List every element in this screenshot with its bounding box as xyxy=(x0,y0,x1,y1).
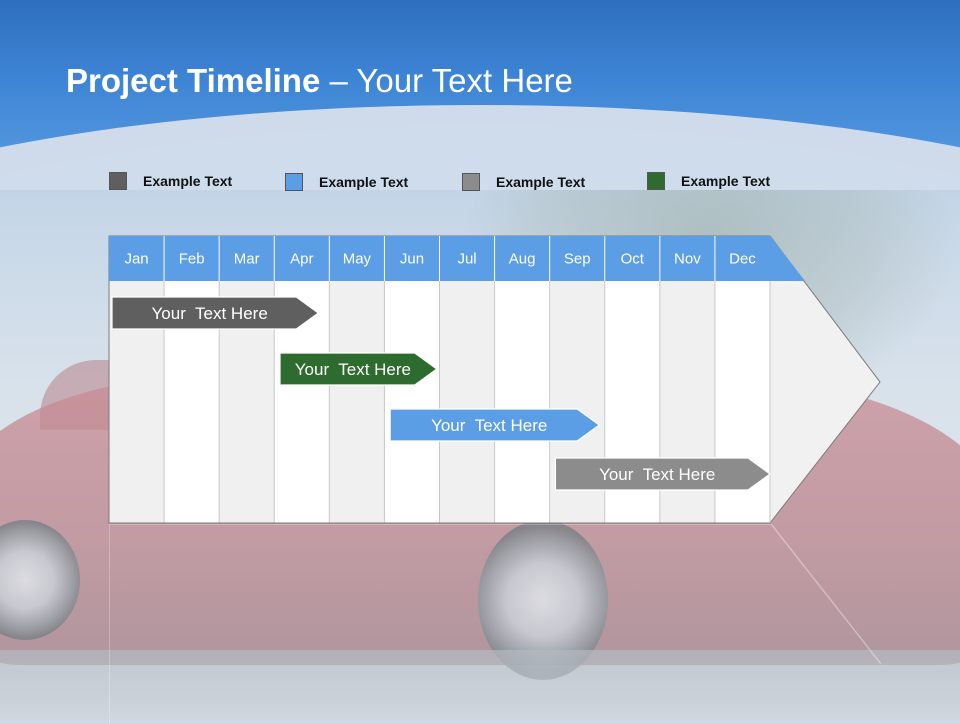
month-label: Oct xyxy=(621,251,645,268)
timeline-reflection xyxy=(109,524,881,724)
slide-header xyxy=(0,0,960,190)
slide-title: Project Timeline – Your Text Here xyxy=(66,60,573,102)
timeline-column xyxy=(494,281,550,523)
task-bar xyxy=(389,408,601,442)
task-bar xyxy=(111,296,320,330)
legend-label-4: Example Text xyxy=(681,173,771,189)
timeline-month-header xyxy=(109,236,805,281)
legend-swatch-3 xyxy=(462,173,480,191)
month-label: Dec xyxy=(729,251,756,268)
legend-item-2: Example Text xyxy=(285,171,408,193)
month-label: Jul xyxy=(457,251,476,268)
legend-swatch-4 xyxy=(647,172,665,190)
legend-item-4: Example Text xyxy=(647,170,770,192)
title-bold-text: Project Timeline xyxy=(66,62,321,99)
month-label: Aug xyxy=(509,251,536,268)
month-label: Nov xyxy=(674,251,701,268)
month-label: Apr xyxy=(290,251,313,268)
month-label: Jan xyxy=(124,251,148,268)
task-label: Your Text Here xyxy=(295,360,411,379)
month-label: Feb xyxy=(179,251,205,268)
month-label: Jun xyxy=(400,251,424,268)
legend-label-3: Example Text xyxy=(496,174,586,190)
legend-label-2: Example Text xyxy=(319,174,409,190)
legend-item-3: Example Text xyxy=(462,171,585,193)
task-label: Your Text Here xyxy=(599,465,715,484)
month-label: May xyxy=(343,251,372,268)
legend-swatch-2 xyxy=(285,173,303,191)
background-road xyxy=(0,650,960,720)
task-label: Your Text Here xyxy=(431,416,547,435)
task-bar xyxy=(554,457,772,491)
title-rest-text: – Your Text Here xyxy=(320,62,573,99)
timeline-column xyxy=(384,281,440,523)
month-label: Sep xyxy=(564,251,591,268)
legend-label-1: Example Text xyxy=(143,173,233,189)
month-label: Mar xyxy=(234,251,260,268)
timeline-column xyxy=(329,281,385,523)
timeline-column xyxy=(439,281,495,523)
legend-swatch-1 xyxy=(109,172,127,190)
legend-item-1: Example Text xyxy=(109,170,232,192)
task-bar xyxy=(279,352,438,386)
task-label: Your Text Here xyxy=(152,304,268,323)
